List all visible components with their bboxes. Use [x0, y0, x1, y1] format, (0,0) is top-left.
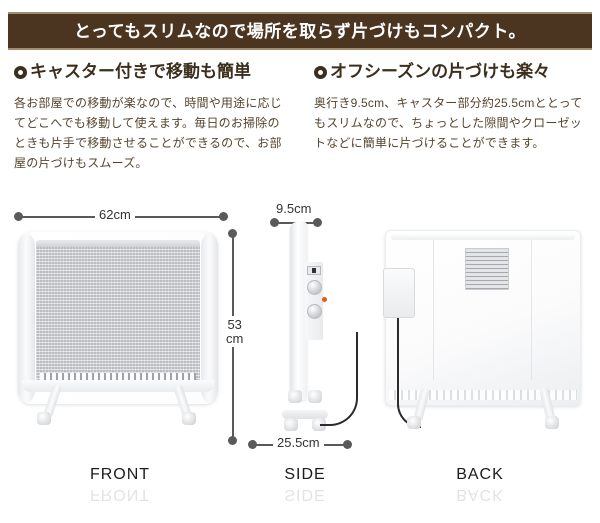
feature-heading-text: キャスター付きで移動も簡単	[30, 62, 251, 81]
dim-dot-side-base-right	[343, 440, 352, 449]
back-seam-left	[433, 240, 434, 380]
banner-bar: とってもスリムなので場所を取らず片づけもコンパクト。	[8, 12, 592, 50]
side-power-cord	[320, 332, 358, 426]
dim-dot-front-height-top	[228, 229, 237, 238]
feature-column-storage: オフシーズンの片づけも楽々 奥行き9.5cm、キャスター部分約25.5cmととっ…	[300, 62, 600, 186]
feature-heading-casters: キャスター付きで移動も簡単	[14, 62, 286, 82]
dim-dot-side-depth-right	[313, 218, 322, 227]
feature-heading-storage: オフシーズンの片づけも楽々	[314, 62, 586, 82]
feature-columns: キャスター付きで移動も簡単 各お部屋での移動が楽なので、時間や用途に応じてどこへ…	[0, 62, 600, 186]
back-caster-left	[407, 416, 421, 429]
feature-body-casters: 各お部屋での移動が楽なので、時間や用途に応じてどこへでも移動して使えます。毎日の…	[14, 96, 282, 170]
dim-label-front-height: 53 cm	[224, 316, 246, 348]
caption-front: FRONT FRONT	[70, 466, 170, 503]
feature-column-casters: キャスター付きで移動も簡単 各お部屋での移動が楽なので、時間や用途に応じてどこへ…	[0, 62, 300, 186]
side-caster-rear-left	[288, 390, 302, 403]
front-side-frame-right	[201, 234, 218, 402]
front-caster-right	[182, 412, 196, 425]
feature-heading-text: オフシーズンの片づけも楽々	[330, 62, 551, 81]
back-caster-right	[545, 416, 559, 429]
heater-side-illustration	[282, 222, 358, 437]
back-bottom-vent	[389, 390, 577, 400]
caption-front-reflection: FRONT	[89, 486, 151, 503]
dim-label-front-height-unit: cm	[226, 330, 244, 346]
side-panel-body	[290, 222, 307, 400]
side-caster-front-left	[284, 418, 298, 431]
back-rating-label	[465, 248, 509, 290]
side-caster-base	[282, 410, 328, 419]
dim-dot-front-width-left	[14, 212, 23, 221]
dim-label-side-base: 25.5cm	[273, 436, 324, 450]
caption-side-reflection: SIDE	[284, 486, 326, 503]
side-switch-display	[307, 266, 321, 275]
dim-label-front-width: 62cm	[95, 208, 135, 222]
banner-title: とってもスリムなので場所を取らず片づけもコンパクト。	[73, 21, 527, 41]
heater-back-illustration	[383, 230, 581, 429]
caption-side: SIDE SIDE	[255, 466, 355, 503]
caption-side-text: SIDE	[284, 466, 326, 483]
front-vent-slots	[40, 373, 196, 380]
front-mesh-grille	[36, 240, 200, 382]
side-indicator-light	[322, 297, 327, 302]
ring-bullet-icon	[314, 65, 327, 79]
dim-dot-side-base-left	[248, 440, 257, 449]
front-caster-left	[37, 412, 51, 425]
dim-dot-front-height-bottom	[228, 436, 237, 445]
dim-label-front-height-value: 53	[227, 317, 242, 332]
caption-back-text: BACK	[456, 466, 504, 483]
back-seam-right	[531, 240, 532, 380]
ring-bullet-icon	[14, 65, 27, 79]
heater-front-illustration	[18, 232, 218, 425]
side-dial-upper[interactable]	[307, 280, 322, 295]
caption-front-text: FRONT	[89, 466, 151, 483]
view-captions: FRONT FRONT SIDE SIDE BACK BACK	[0, 466, 600, 506]
back-control-box	[383, 268, 415, 318]
dim-label-side-depth: 9.5cm	[272, 202, 316, 216]
side-dial-lower[interactable]	[307, 304, 322, 319]
header-banner: とってもスリムなので場所を取らず片づけもコンパクト。	[0, 12, 600, 52]
caption-back-reflection: BACK	[456, 486, 504, 503]
front-side-frame-left	[18, 234, 35, 402]
front-bottom-bar	[22, 380, 214, 392]
feature-body-storage: 奥行き9.5cm、キャスター部分約25.5cmととってもスリムなので、ちょっとし…	[314, 96, 583, 150]
dim-dot-side-depth-left	[270, 218, 279, 227]
side-caster-rear-right	[308, 390, 322, 403]
caption-back: BACK BACK	[430, 466, 530, 503]
dim-dot-front-width-right	[219, 212, 228, 221]
product-figures: 62cm 53 cm 9.5cm	[0, 196, 600, 466]
back-top-rail	[391, 234, 575, 240]
